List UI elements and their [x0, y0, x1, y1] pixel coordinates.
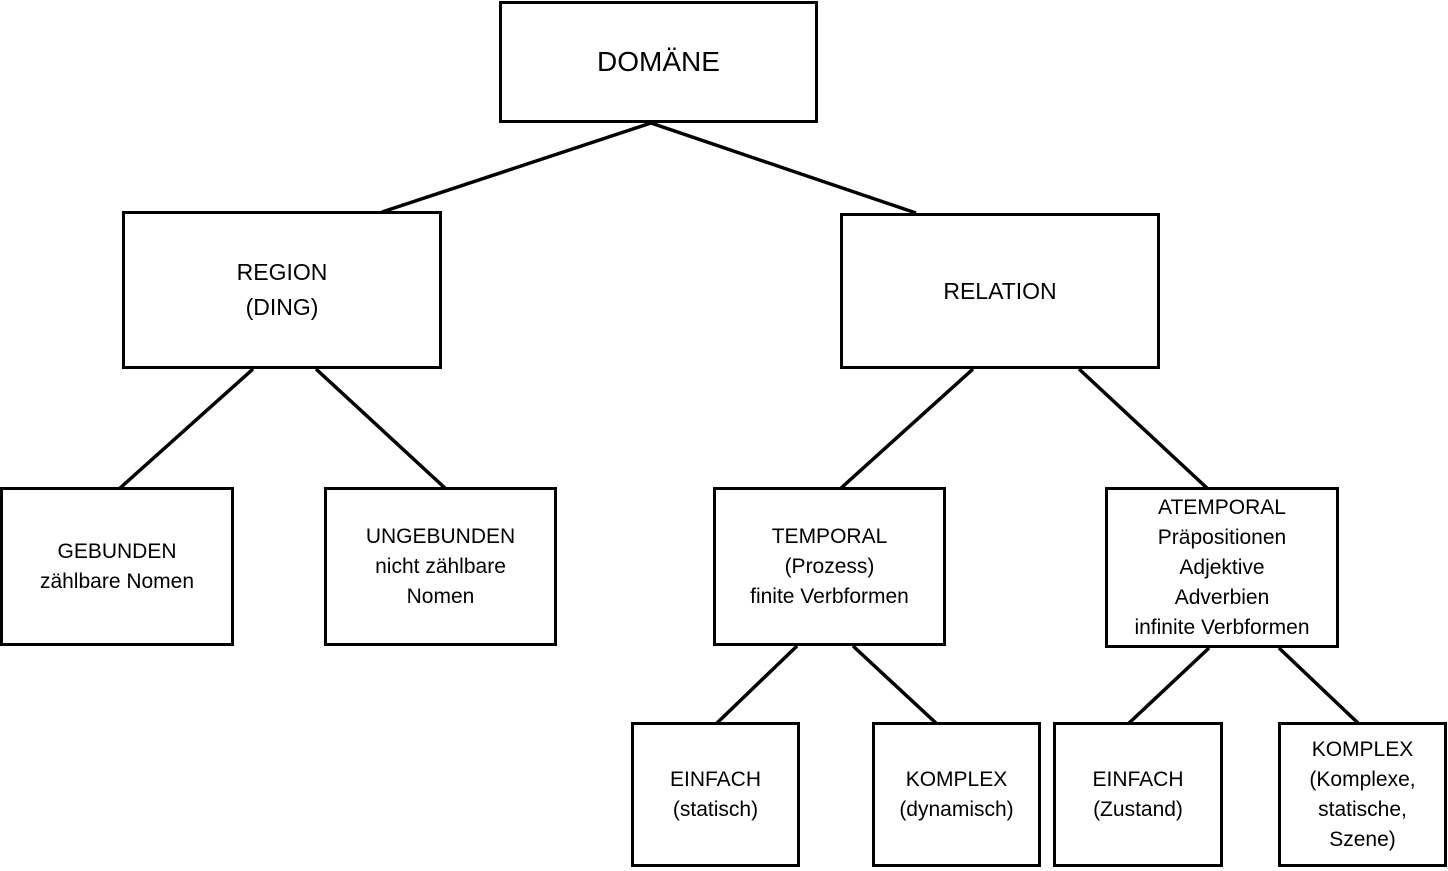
node-label: TEMPORAL [771, 524, 888, 548]
node-label: KOMPLEX [905, 767, 1008, 791]
node-label: Szene) [1329, 827, 1396, 851]
node-atemporal-einfach: EINFACH (Zustand) [1053, 722, 1223, 867]
node-label: nicht zählbare [375, 554, 506, 578]
edge-atemporal-a-komplex [1277, 646, 1361, 726]
node-label: (dynamisch) [899, 797, 1014, 821]
node-label: Adjektive [1179, 555, 1265, 579]
node-atemporal: ATEMPORAL Präpositionen Adjektive Adverb… [1105, 487, 1339, 648]
node-label: REGION [236, 259, 328, 285]
node-ungebunden: UNGEBUNDEN nicht zählbare Nomen [324, 487, 557, 646]
edge-relation-temporal [838, 367, 975, 491]
node-label: (Zustand) [1093, 797, 1183, 821]
node-label: GEBUNDEN [57, 539, 177, 563]
node-label: infinite Verbformen [1134, 615, 1310, 639]
node-label: RELATION [943, 277, 1057, 304]
edge-domaene-relation [650, 121, 917, 215]
node-label: finite Verbformen [750, 584, 909, 608]
node-label: ATEMPORAL [1158, 495, 1286, 519]
edge-temporal-t-komplex [851, 644, 939, 726]
node-relation: RELATION [840, 213, 1160, 369]
edge-relation-atemporal [1077, 367, 1210, 491]
edge-temporal-t-einfach [714, 644, 799, 726]
node-domaene: DOMÄNE [499, 1, 818, 123]
edge-atemporal-a-einfach [1126, 646, 1211, 726]
node-label: EINFACH [669, 767, 761, 791]
node-atemporal-komplex: KOMPLEX (Komplexe, statische, Szene) [1278, 722, 1447, 867]
node-temporal-einfach: EINFACH (statisch) [631, 722, 800, 867]
node-gebunden: GEBUNDEN zählbare Nomen [0, 487, 234, 646]
node-label: KOMPLEX [1311, 737, 1414, 761]
node-region: REGION (DING) [122, 211, 442, 369]
node-temporal: TEMPORAL (Prozess) finite Verbformen [713, 487, 946, 646]
node-label: (Prozess) [784, 554, 875, 578]
node-label: (statisch) [672, 797, 759, 821]
node-label: UNGEBUNDEN [365, 524, 516, 548]
node-label: Nomen [406, 584, 475, 608]
node-label: zählbare Nomen [39, 569, 195, 593]
node-label: Adverbien [1174, 585, 1270, 609]
node-label: EINFACH [1092, 767, 1184, 791]
edge-domaene-region [381, 121, 652, 214]
node-label: (DING) [245, 294, 319, 320]
edge-region-ungebunden [314, 367, 448, 491]
node-label: Präpositionen [1157, 525, 1287, 549]
node-temporal-komplex: KOMPLEX (dynamisch) [872, 722, 1041, 867]
node-label: statische, [1318, 797, 1407, 821]
edge-region-gebunden [117, 367, 255, 491]
node-label: (Komplexe, [1309, 767, 1416, 791]
node-label: DOMÄNE [597, 46, 720, 77]
